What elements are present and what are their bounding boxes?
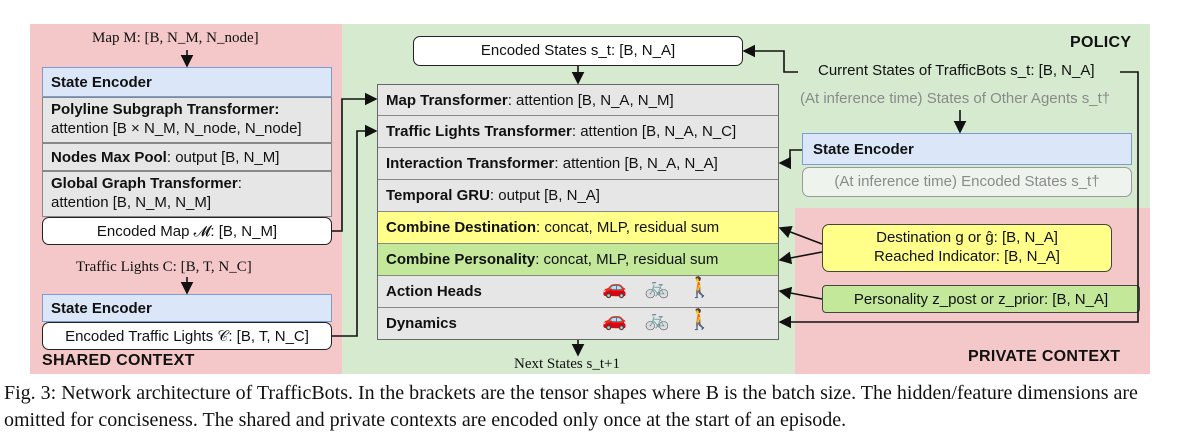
- encoded-other-label: (At inference time) Encoded States s_t†: [834, 173, 1100, 190]
- encoded-states-box: Encoded States s_t: [B, N_A]: [413, 36, 743, 66]
- current-states-label: Current States of TrafficBots s_t: [B, N…: [818, 62, 1095, 79]
- destination-box: Destination g or ĝ: [B, N_A] Reached Ind…: [822, 224, 1112, 272]
- row-name: Traffic Lights Transformer: [386, 123, 572, 140]
- temporal-gru-row: Temporal GRU: output [B, N_A]: [378, 180, 778, 212]
- destination-label: Destination g or ĝ: [B, N_A]: [876, 229, 1058, 246]
- polyline-subgraph-block: Polyline Subgraph Transformer: attention…: [42, 97, 332, 143]
- next-states-label: Next States s_t+1: [514, 356, 620, 372]
- encoded-states-label: Encoded States s_t: [B, N_A]: [480, 42, 676, 59]
- global-graph-block: Global Graph Transformer: attention [B, …: [42, 171, 332, 217]
- global-shape: attention [B, N_M, N_M]: [51, 194, 212, 211]
- personality-box: Personality z_post or z_prior: [B, N_A]: [822, 285, 1140, 313]
- nodes-max-pool-block: Nodes Max Pool: output [B, N_M]: [42, 143, 332, 171]
- state-encoder-traffic-label: State Encoder: [51, 300, 152, 317]
- polyline-title: Polyline Subgraph Transformer:: [51, 101, 280, 118]
- map-transformer-row: Map Transformer: attention [B, N_A, N_M]: [378, 85, 778, 116]
- personality-label: Personality z_post or z_prior: [B, N_A]: [853, 291, 1109, 308]
- row-name: Temporal GRU: [386, 187, 490, 204]
- encoded-traffic-box: Encoded Traffic Lights 𝒞: [B, T, N_C]: [42, 322, 332, 350]
- encoded-other-states-box: (At inference time) Encoded States s_t†: [802, 167, 1132, 197]
- policy-stack: Map Transformer: attention [B, N_A, N_M]…: [377, 84, 779, 340]
- global-title: Global Graph Transformer: [51, 175, 238, 192]
- figure-caption: Fig. 3: Network architecture of TrafficB…: [4, 382, 1138, 431]
- traffic-lights-transformer-row: Traffic Lights Transformer: attention [B…: [378, 116, 778, 148]
- state-encoder-states: State Encoder: [802, 133, 1132, 165]
- row-name: Combine Personality: [386, 251, 536, 268]
- encoded-map-label: Encoded Map 𝓜: [B, N_M]: [96, 223, 278, 240]
- row-rest: : attention [B, N_A, N_A]: [554, 155, 718, 172]
- shared-context-title: SHARED CONTEXT: [42, 352, 195, 369]
- action-heads-row: Action Heads 🚗 🚲 🚶: [378, 276, 778, 308]
- row-name: Combine Destination: [386, 219, 537, 236]
- combine-personality-row: Combine Personality: concat, MLP, residu…: [378, 244, 778, 276]
- state-encoder-map-label: State Encoder: [51, 74, 152, 91]
- car-bike-pedestrian-icon: 🚗 🚲 🚶: [602, 277, 718, 299]
- combine-destination-row: Combine Destination: concat, MLP, residu…: [378, 212, 778, 244]
- state-encoder-traffic: State Encoder: [42, 294, 332, 322]
- row-rest: : attention [B, N_A, N_C]: [571, 123, 737, 140]
- other-agents-label: (At inference time) States of Other Agen…: [800, 90, 1111, 107]
- row-rest: : attention [B, N_A, N_M]: [507, 91, 674, 109]
- reached-label: Reached Indicator: [B, N_A]: [874, 248, 1060, 265]
- map-input-label: Map M: [B, N_M, N_node]: [92, 30, 259, 46]
- row-rest: : output [B, N_A]: [489, 187, 600, 204]
- car-bike-pedestrian-icon: 🚗 🚲 🚶: [602, 309, 718, 331]
- global-colon: :: [237, 175, 242, 192]
- maxpool-title: Nodes Max Pool: [51, 149, 167, 166]
- row-rest: : concat, MLP, residual sum: [535, 251, 719, 268]
- encoded-map-box: Encoded Map 𝓜: [B, N_M]: [42, 217, 332, 245]
- state-encoder-states-label: State Encoder: [813, 141, 914, 158]
- interaction-transformer-row: Interaction Transformer: attention [B, N…: [378, 148, 778, 180]
- state-encoder-map: State Encoder: [42, 67, 332, 97]
- dynamics-row: Dynamics 🚗 🚲 🚶: [378, 308, 778, 338]
- policy-title: POLICY: [1070, 34, 1132, 51]
- maxpool-shape: : output [B, N_M]: [166, 149, 280, 166]
- row-name: Dynamics: [386, 314, 457, 332]
- row-name: Action Heads: [386, 283, 482, 300]
- private-context-title: PRIVATE CONTEXT: [968, 348, 1121, 365]
- row-name: Interaction Transformer: [386, 155, 555, 172]
- encoded-traffic-label: Encoded Traffic Lights 𝒞: [B, T, N_C]: [65, 328, 309, 345]
- traffic-input-label: Traffic Lights C: [B, T, N_C]: [76, 259, 252, 275]
- polyline-shape: attention [B × N_M, N_node, N_node]: [51, 120, 302, 137]
- row-rest: : concat, MLP, residual sum: [536, 219, 720, 236]
- row-name: Map Transformer: [386, 91, 508, 109]
